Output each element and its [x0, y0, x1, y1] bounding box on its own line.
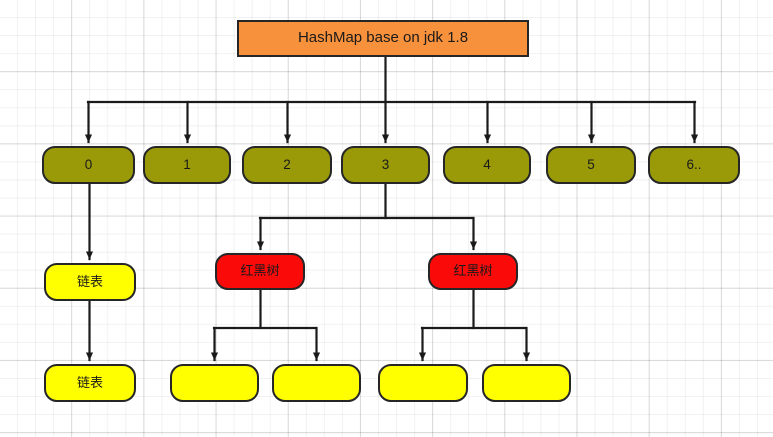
- tree-leaf-node-0[interactable]: [170, 364, 259, 402]
- bucket-node-5[interactable]: 5: [546, 146, 636, 184]
- bucket-node-3[interactable]: 3: [341, 146, 430, 184]
- bucket-node-0-label: 0: [84, 156, 93, 172]
- bucket-node-2[interactable]: 2: [242, 146, 332, 184]
- bucket-node-4[interactable]: 4: [443, 146, 531, 184]
- linked-list-node-2[interactable]: 链表: [44, 364, 136, 402]
- tree-leaf-node-3[interactable]: [482, 364, 571, 402]
- root-node-label: HashMap base on jdk 1.8: [297, 29, 469, 47]
- bucket-node-3-label: 3: [381, 156, 390, 172]
- red-black-tree-node-left-label: 红黑树: [240, 263, 280, 279]
- root-node-hashmap[interactable]: HashMap base on jdk 1.8: [237, 20, 529, 57]
- bucket-node-1-label: 1: [183, 156, 191, 172]
- red-black-tree-node-right[interactable]: 红黑树: [428, 253, 518, 290]
- bucket-node-6[interactable]: 6..: [648, 146, 740, 184]
- bucket-node-4-label: 4: [483, 156, 491, 172]
- linked-list-node-2-label: 链表: [76, 374, 103, 390]
- linked-list-node-1-label: 链表: [76, 273, 103, 289]
- red-black-tree-node-left[interactable]: 红黑树: [215, 253, 305, 290]
- bucket-node-5-label: 5: [587, 156, 595, 172]
- bucket-node-6-label: 6..: [686, 156, 702, 172]
- linked-list-node-1[interactable]: 链表: [44, 263, 136, 301]
- bucket-node-0[interactable]: 0: [42, 146, 135, 184]
- tree-leaf-node-2[interactable]: [378, 364, 468, 402]
- tree-leaf-node-1[interactable]: [272, 364, 361, 402]
- bucket-node-2-label: 2: [283, 156, 291, 172]
- red-black-tree-node-right-label: 红黑树: [453, 263, 493, 279]
- bucket-node-1[interactable]: 1: [143, 146, 231, 184]
